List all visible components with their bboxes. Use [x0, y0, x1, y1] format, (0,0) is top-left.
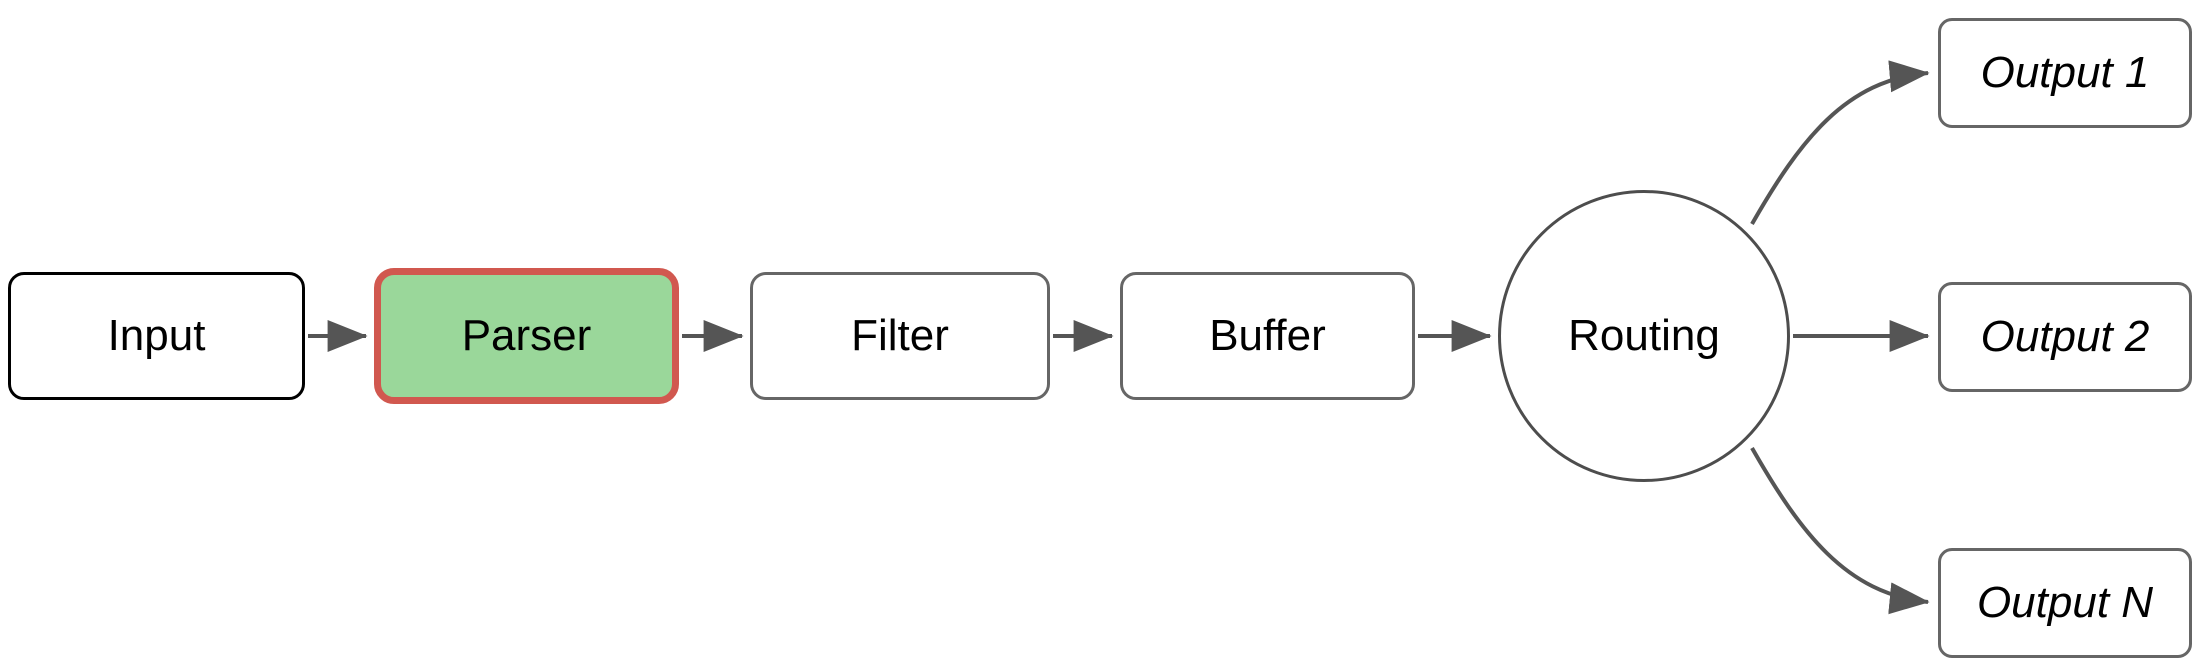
node-routing[interactable]: Routing — [1498, 190, 1790, 482]
node-parser-label: Parser — [461, 311, 592, 360]
node-output-2-label: Output 2 — [1980, 312, 2150, 361]
node-parser[interactable]: Parser — [374, 268, 679, 404]
node-buffer-label: Buffer — [1209, 311, 1326, 360]
edge-routing-to-output1 — [1750, 60, 1930, 225]
node-routing-label: Routing — [1568, 311, 1720, 360]
node-output-n[interactable]: Output N — [1938, 548, 2192, 658]
node-output-1-label: Output 1 — [1980, 48, 2150, 97]
node-output-n-label: Output N — [1976, 578, 2154, 627]
node-output-2[interactable]: Output 2 — [1938, 282, 2192, 392]
edge-routing-to-outputN — [1750, 447, 1930, 615]
node-input-label: Input — [107, 311, 206, 360]
node-output-1[interactable]: Output 1 — [1938, 18, 2192, 128]
node-filter-label: Filter — [851, 311, 949, 360]
node-buffer[interactable]: Buffer — [1120, 272, 1415, 400]
node-input[interactable]: Input — [8, 272, 305, 400]
node-filter[interactable]: Filter — [750, 272, 1050, 400]
